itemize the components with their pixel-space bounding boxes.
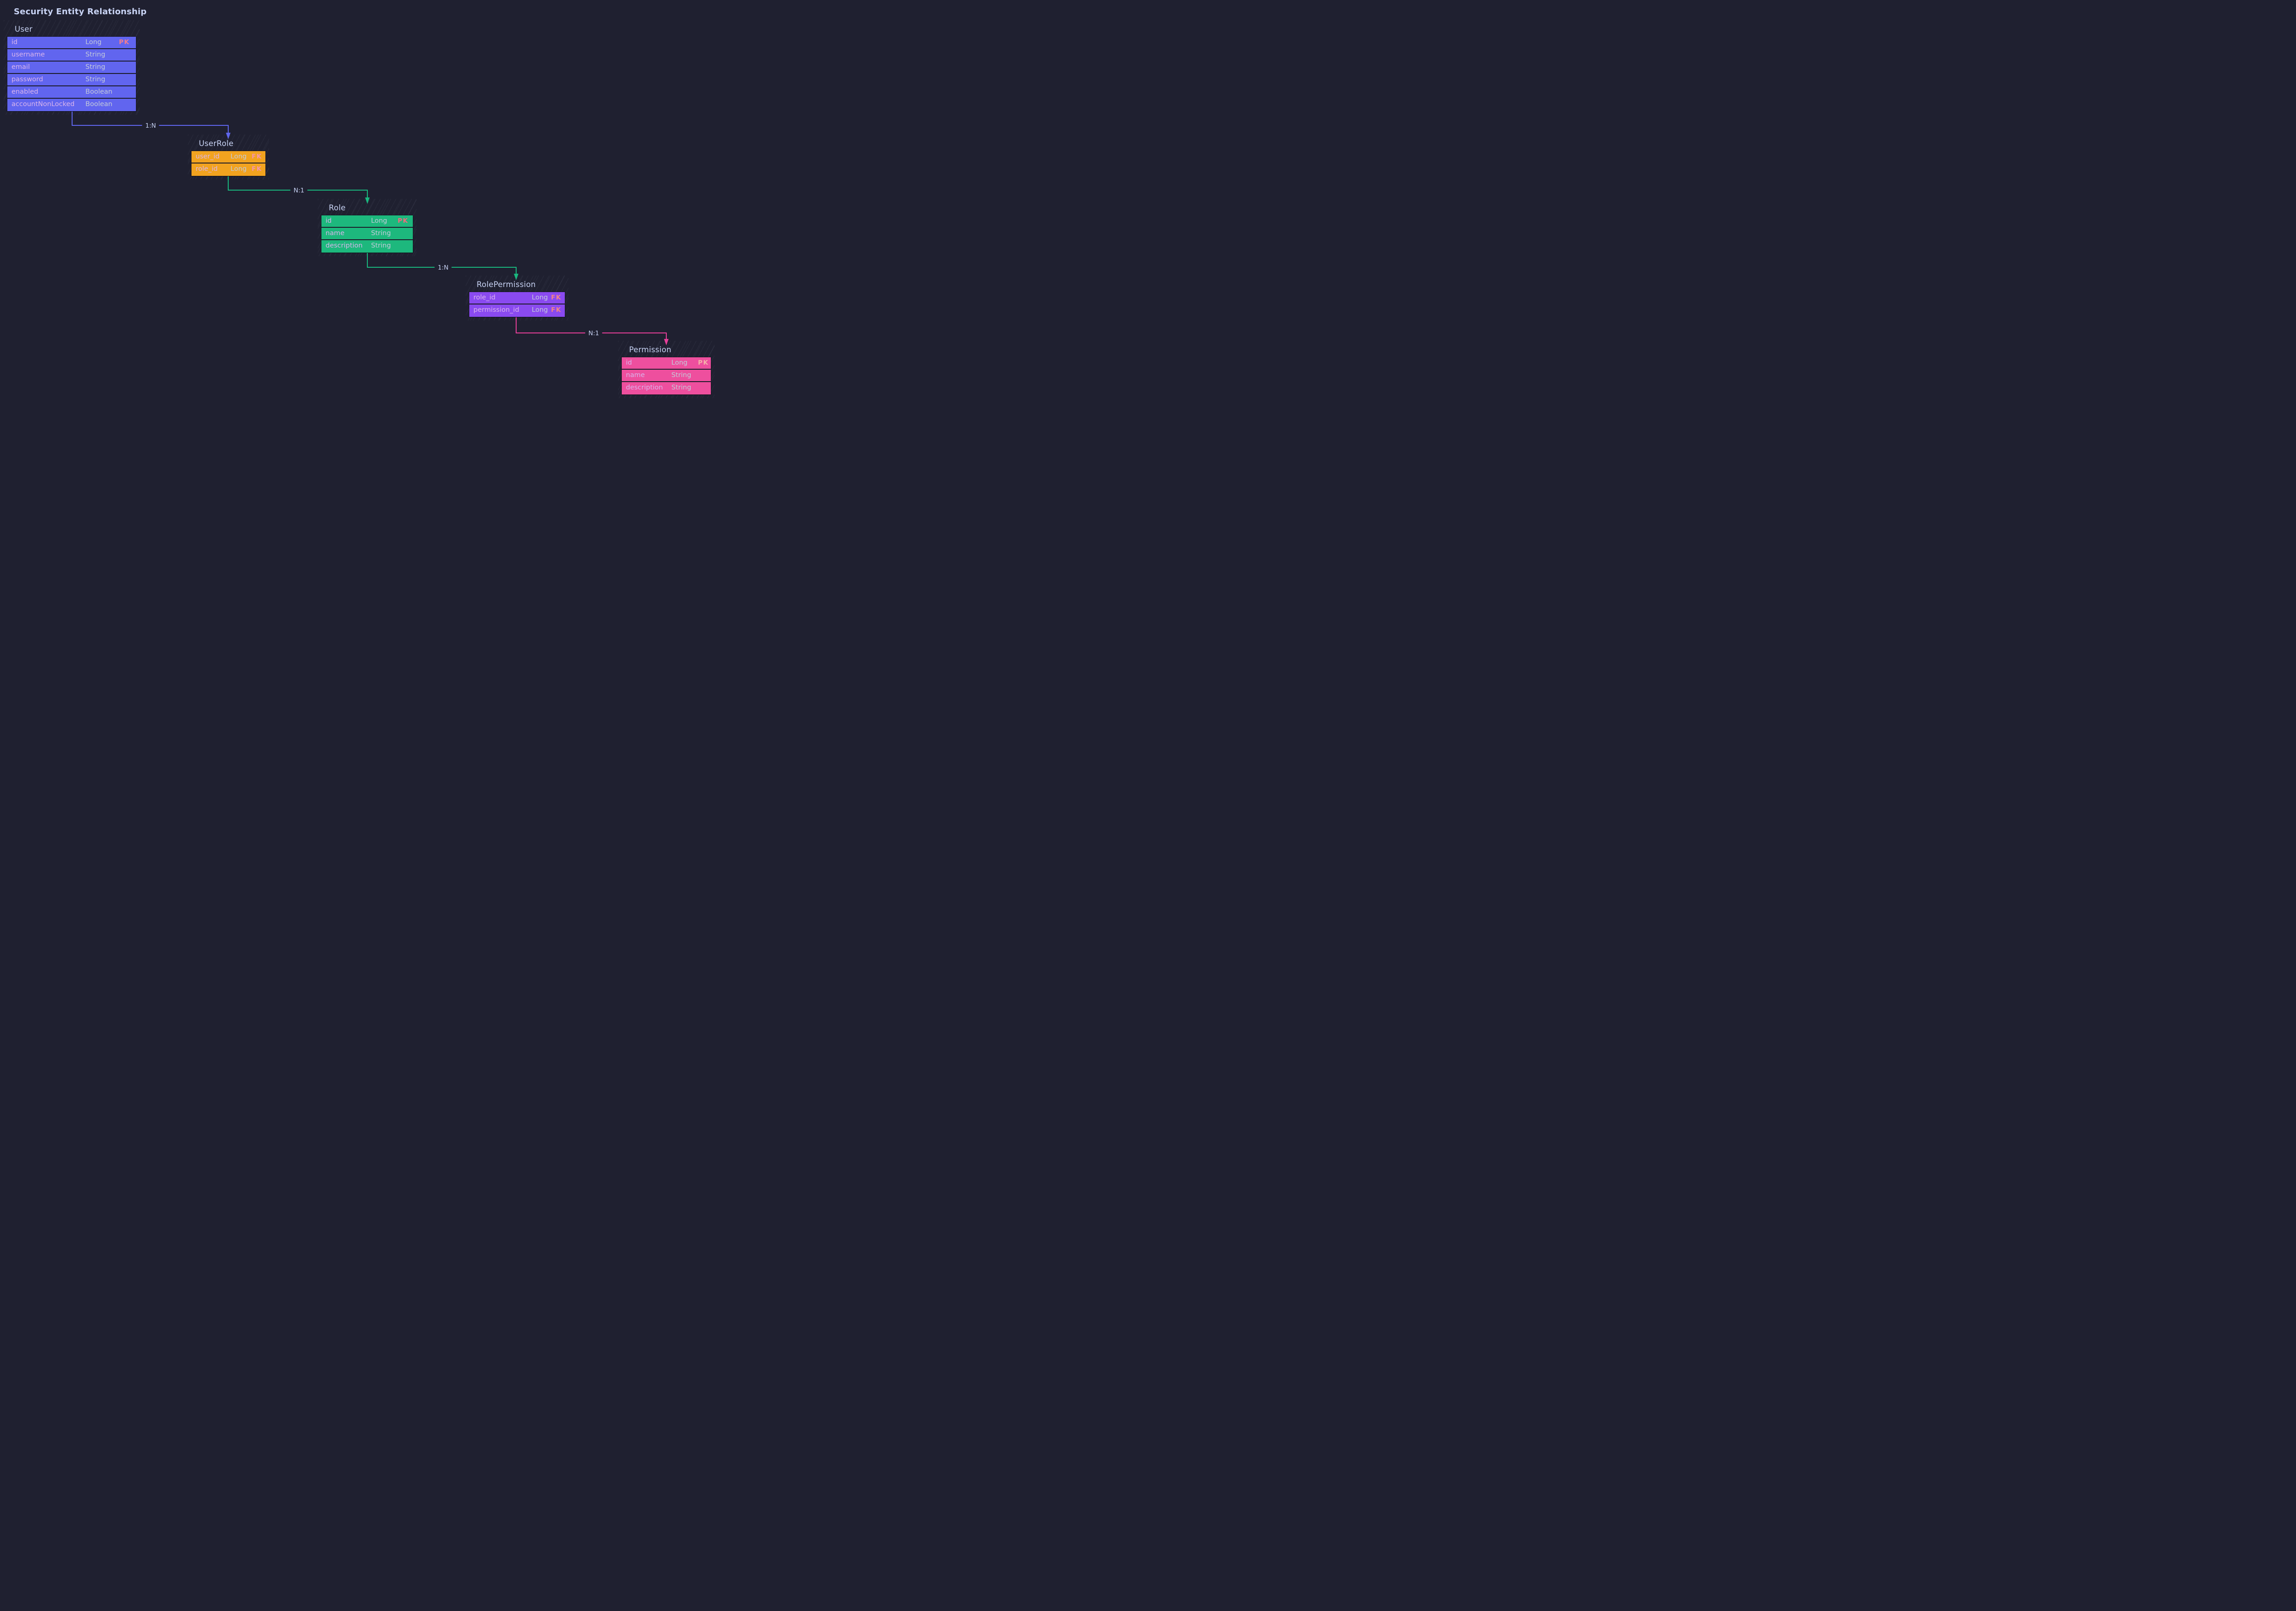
field-key-badge: PK (119, 39, 130, 46)
edge-segment-vertical (516, 267, 517, 274)
field-type: String (371, 230, 391, 237)
field-type: String (671, 384, 692, 391)
field-key-badge: FK (252, 165, 262, 173)
arrowhead-down-icon (664, 339, 669, 345)
arrowhead-down-icon (365, 197, 370, 204)
edge-cardinality-label: 1:N (434, 264, 452, 271)
field-name: accountNonLocked (11, 101, 75, 108)
field-row: description String (622, 382, 711, 394)
field-row: id Long PK (321, 215, 413, 228)
field-row: accountNonLocked Boolean (7, 99, 136, 111)
diagram-title: Security Entity Relationship (14, 7, 147, 17)
field-name: enabled (11, 88, 39, 96)
field-name: name (326, 230, 345, 237)
edge-segment-vertical (228, 176, 229, 191)
field-row: role_id Long FK (191, 163, 265, 176)
edge-segment-vertical (228, 125, 229, 133)
entity-title: Role (329, 203, 346, 212)
field-key-badge: FK (551, 306, 562, 314)
field-type: Long (85, 39, 102, 46)
field-key-badge: PK (698, 359, 709, 366)
field-name: id (326, 217, 332, 225)
field-type: Long (371, 217, 388, 225)
field-type: String (85, 63, 106, 71)
edge-segment-vertical (666, 332, 667, 339)
field-row: user_id Long FK (191, 151, 265, 163)
field-key-badge: FK (551, 294, 562, 301)
field-key-badge: PK (398, 217, 409, 225)
field-name: user_id (196, 153, 220, 160)
edge-segment-vertical (367, 190, 368, 198)
field-row: enabled Boolean (7, 86, 136, 99)
field-name: description (626, 384, 663, 391)
field-name: description (326, 242, 363, 249)
field-type: Boolean (85, 88, 113, 96)
field-row: username String (7, 49, 136, 62)
field-key-badge: FK (252, 153, 262, 160)
field-name: permission_id (473, 306, 519, 314)
field-name: id (11, 39, 18, 46)
field-row: email String (7, 62, 136, 74)
field-row: description String (321, 240, 413, 253)
field-name: role_id (196, 165, 218, 173)
field-name: id (626, 359, 632, 366)
field-row: password String (7, 74, 136, 86)
entity-title: User (15, 25, 33, 34)
field-type: Boolean (85, 101, 113, 108)
entity-title: UserRole (199, 139, 234, 148)
edge-cardinality-label: N:1 (290, 186, 308, 194)
field-type: String (85, 76, 106, 83)
field-row: id Long PK (7, 37, 136, 49)
field-name: password (11, 76, 43, 83)
field-name: role_id (473, 294, 495, 301)
field-type: Long (671, 359, 688, 366)
edge-cardinality-label: N:1 (585, 329, 602, 337)
arrowhead-down-icon (514, 274, 518, 280)
field-row: id Long PK (622, 357, 711, 370)
field-type: Long (231, 165, 247, 173)
edge-segment-vertical (367, 253, 368, 268)
arrowhead-down-icon (226, 133, 231, 139)
edge-cardinality-label: 1:N (142, 122, 159, 130)
field-type: Long (231, 153, 247, 160)
diagram-canvas: Security Entity Relationship 1:N N:1 1:N N:… (0, 0, 721, 403)
entity-title: RolePermission (477, 280, 536, 289)
field-name: username (11, 51, 45, 58)
field-name: email (11, 63, 30, 71)
field-row: name String (622, 370, 711, 382)
field-row: name String (321, 228, 413, 240)
field-type: String (371, 242, 391, 249)
entity-title: Permission (629, 345, 671, 354)
field-type: Long (532, 306, 548, 314)
edge-segment-vertical (72, 111, 73, 126)
field-type: Long (532, 294, 548, 301)
field-name: name (626, 372, 645, 379)
edge-segment-vertical (516, 317, 517, 333)
field-type: String (85, 51, 106, 58)
field-type: String (671, 372, 692, 379)
